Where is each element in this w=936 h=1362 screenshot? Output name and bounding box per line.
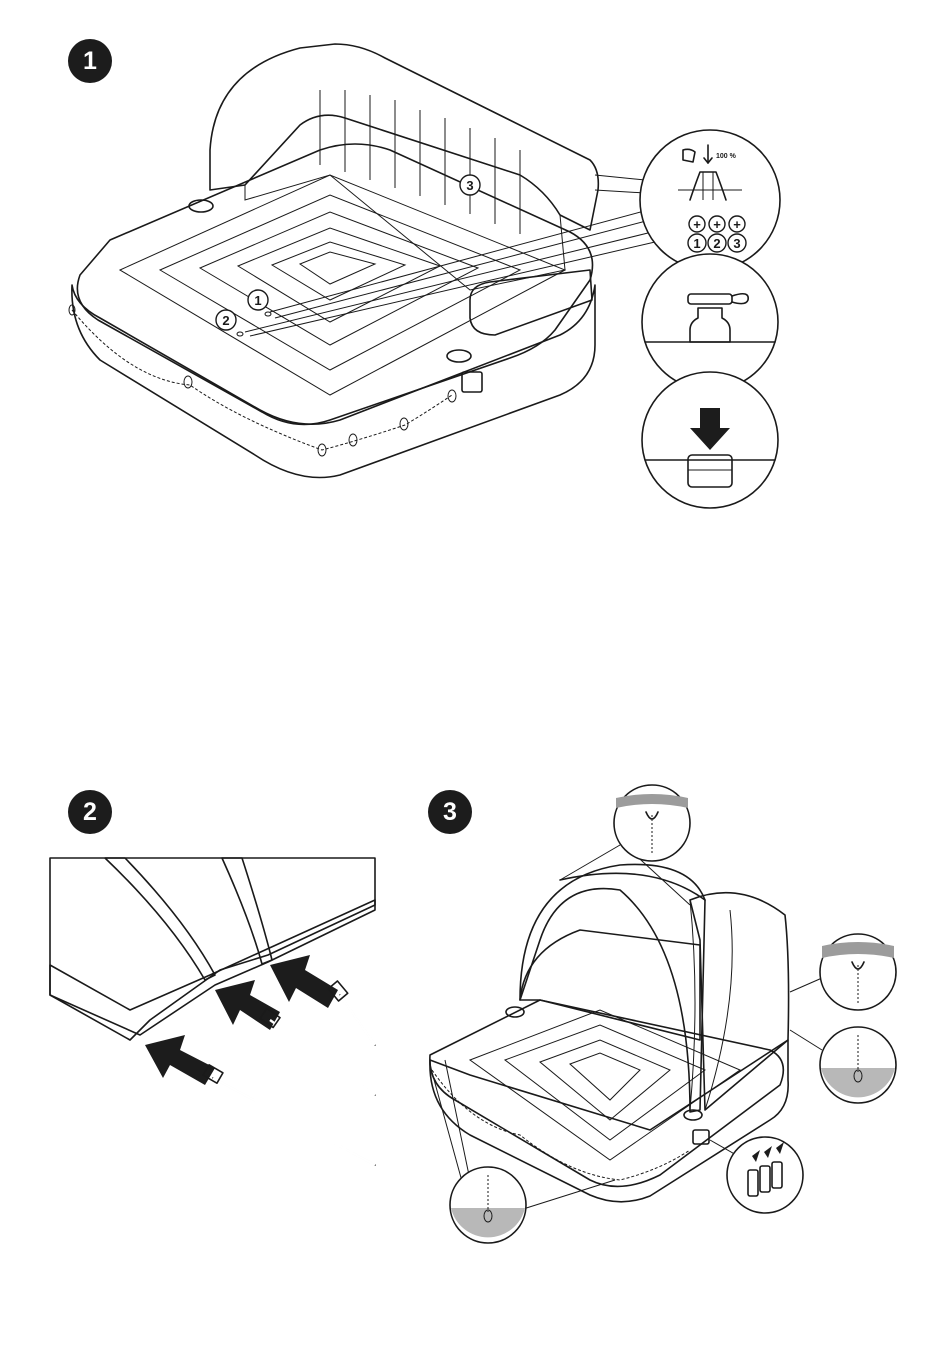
valve-open-callout (642, 254, 778, 390)
chamber-3-label: 3 (466, 178, 473, 193)
plus-3: + (733, 217, 741, 232)
insert-arrow-2 (215, 980, 280, 1030)
float-illustration-step1: 3 1 2 (69, 44, 655, 478)
canopy-front (520, 864, 705, 1112)
canopy-pole-insertion (50, 858, 375, 1165)
order-3: 3 (733, 236, 740, 251)
chamber-2-label: 2 (222, 313, 229, 328)
insert-arrow-3 (270, 955, 338, 1008)
valve-pocket-callout (727, 1137, 803, 1213)
gauge-percent-label: 100 % (716, 153, 737, 160)
canopy-fabric (50, 858, 375, 1040)
inflation-gauge-callout: 100 % + + + 1 2 3 (640, 130, 780, 270)
chamber-1-label: 1 (254, 293, 261, 308)
valve-close-callout (642, 372, 778, 508)
anchor-ring-callout-side (820, 1027, 896, 1103)
pole-sleeve-1 (105, 858, 215, 980)
top-deck (77, 144, 592, 425)
insert-arrow-1 (145, 1035, 215, 1085)
order-2: 2 (713, 236, 720, 251)
grab-rope (72, 310, 452, 450)
plus-1: + (693, 217, 701, 232)
bottom-chamber (72, 285, 595, 478)
cup-holder-right (447, 350, 471, 362)
canopy-tie-callout-top (614, 785, 690, 861)
pole-sleeve-2 (222, 858, 272, 964)
order-1: 1 (693, 236, 700, 251)
plus-2: + (713, 217, 721, 232)
canopy-tie-callout-side (820, 934, 896, 1010)
anchor-ring-callout-front (450, 1167, 526, 1243)
valve-block (462, 372, 482, 392)
